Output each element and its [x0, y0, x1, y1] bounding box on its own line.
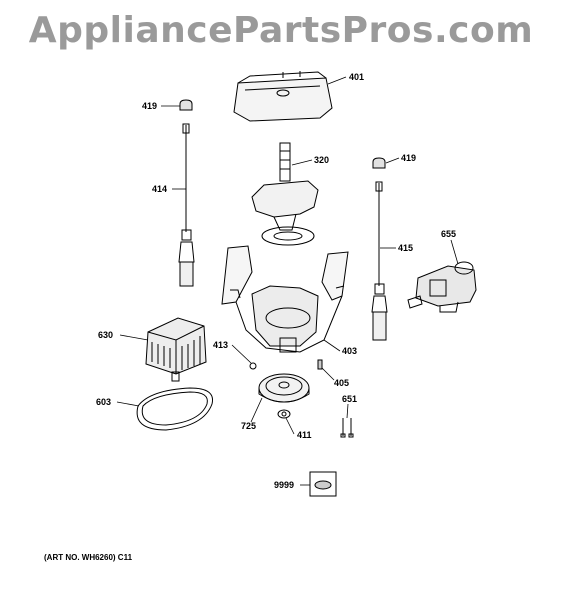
label-403: 403	[342, 346, 358, 356]
part-411-nut[interactable]	[277, 409, 291, 419]
label-419-left: 419	[142, 101, 158, 111]
label-9999: 9999	[274, 480, 295, 490]
part-419-cap-right[interactable]	[372, 157, 386, 169]
label-655: 655	[441, 229, 457, 239]
part-401-cover[interactable]	[233, 71, 333, 122]
label-630: 630	[98, 330, 114, 340]
label-414: 414	[152, 184, 168, 194]
label-419-right: 419	[401, 153, 417, 163]
part-630-motor[interactable]	[145, 317, 207, 382]
label-401: 401	[349, 72, 365, 82]
label-603: 603	[96, 397, 112, 407]
watermark-text: AppliancePartsPros.com	[28, 10, 534, 51]
part-9999-kit[interactable]	[309, 471, 337, 497]
part-651-screws[interactable]	[340, 418, 354, 438]
part-414-suspension-rod-left[interactable]	[178, 123, 195, 287]
label-415: 415	[398, 243, 414, 253]
label-320: 320	[314, 155, 330, 165]
part-413-nut[interactable]	[249, 362, 257, 370]
label-413: 413	[213, 340, 229, 350]
art-number: (ART NO. WH6260) C11	[44, 553, 133, 562]
part-320-transmission[interactable]	[251, 142, 319, 246]
label-651: 651	[342, 394, 358, 404]
label-725: 725	[241, 421, 257, 431]
part-415-suspension-rod-right[interactable]	[371, 181, 388, 341]
part-403-mounting-bracket[interactable]	[221, 245, 349, 353]
label-411: 411	[297, 430, 312, 440]
part-725-pulley[interactable]	[258, 373, 310, 403]
part-603-drive-belt[interactable]	[136, 387, 214, 431]
part-419-cap-left[interactable]	[179, 99, 193, 111]
part-655-pump[interactable]	[407, 261, 477, 313]
part-405-bolt[interactable]	[317, 359, 323, 370]
label-405: 405	[334, 378, 350, 388]
leader-lines	[116, 76, 459, 486]
